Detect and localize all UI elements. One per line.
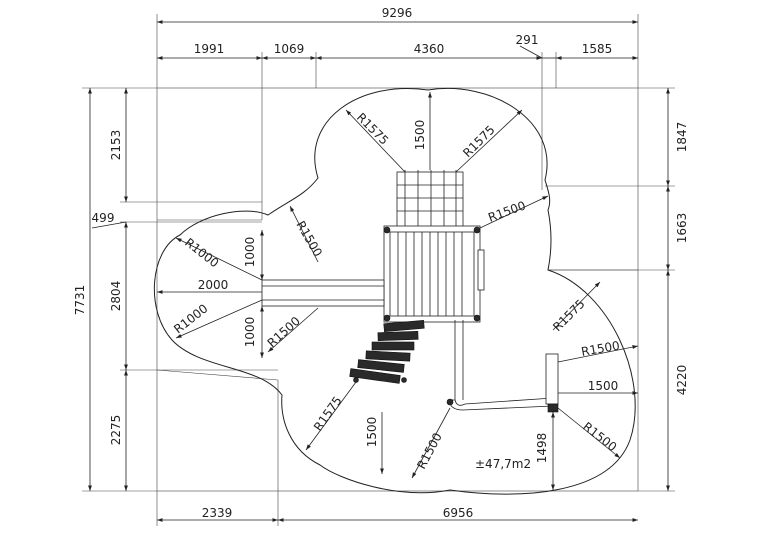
dim-1585: 1585 xyxy=(582,42,613,56)
label-r1500-right-mid: R1500 xyxy=(580,338,621,359)
extension-lines xyxy=(82,14,675,526)
label-1500-bottom: 1500 xyxy=(365,417,379,448)
label-1500-top: 1500 xyxy=(413,120,427,151)
left-slide xyxy=(261,279,385,307)
dim-1069: 1069 xyxy=(274,42,305,56)
dim-1847: 1847 xyxy=(675,122,689,153)
label-r1575-right: R1575 xyxy=(550,297,587,334)
dimension-lines xyxy=(88,20,670,522)
label-r1000-upper: R1000 xyxy=(182,235,221,270)
dim-4220: 4220 xyxy=(675,365,689,396)
safety-zone-outline xyxy=(153,88,636,495)
dim-499: 499 xyxy=(92,211,115,225)
label-1498: 1498 xyxy=(535,433,549,464)
dim-2339: 2339 xyxy=(202,506,233,520)
dimension-labels: 9296 1991 1069 4360 291 1585 7731 2153 4… xyxy=(73,6,689,520)
dim-4360: 4360 xyxy=(414,42,445,56)
dim-total-height: 7731 xyxy=(73,285,87,316)
label-area: ±47,7m2 xyxy=(475,457,531,471)
dim-2804: 2804 xyxy=(109,281,123,312)
dim-2275: 2275 xyxy=(109,415,123,446)
label-1500-right: 1500 xyxy=(588,379,619,393)
dim-291: 291 xyxy=(516,33,539,47)
label-r1500-bottom: R1500 xyxy=(414,430,445,471)
label-2000: 2000 xyxy=(198,278,229,292)
dim-2153: 2153 xyxy=(109,130,123,161)
right-slide xyxy=(446,320,559,413)
ladder xyxy=(396,170,464,229)
label-r1575-bottom-left: R1575 xyxy=(311,394,345,434)
label-r1575-top-right: R1575 xyxy=(460,123,497,160)
play-structure xyxy=(261,170,559,413)
dim-1663: 1663 xyxy=(675,213,689,244)
label-r1500-upper-right: R1500 xyxy=(486,198,527,224)
label-r1500-left-lower: R1500 xyxy=(265,314,303,350)
platform xyxy=(383,225,485,323)
label-1000-upper: 1000 xyxy=(243,237,257,268)
dim-1991: 1991 xyxy=(194,42,225,56)
dim-6956: 6956 xyxy=(443,506,474,520)
label-r1500-left-upper: R1500 xyxy=(293,219,325,260)
label-1000-lower: 1000 xyxy=(243,317,257,348)
dim-total-width: 9296 xyxy=(382,6,413,20)
label-r1575-top-left: R1575 xyxy=(354,110,391,147)
label-r1500-right-low: R1500 xyxy=(580,419,619,454)
curved-stair xyxy=(349,319,425,384)
